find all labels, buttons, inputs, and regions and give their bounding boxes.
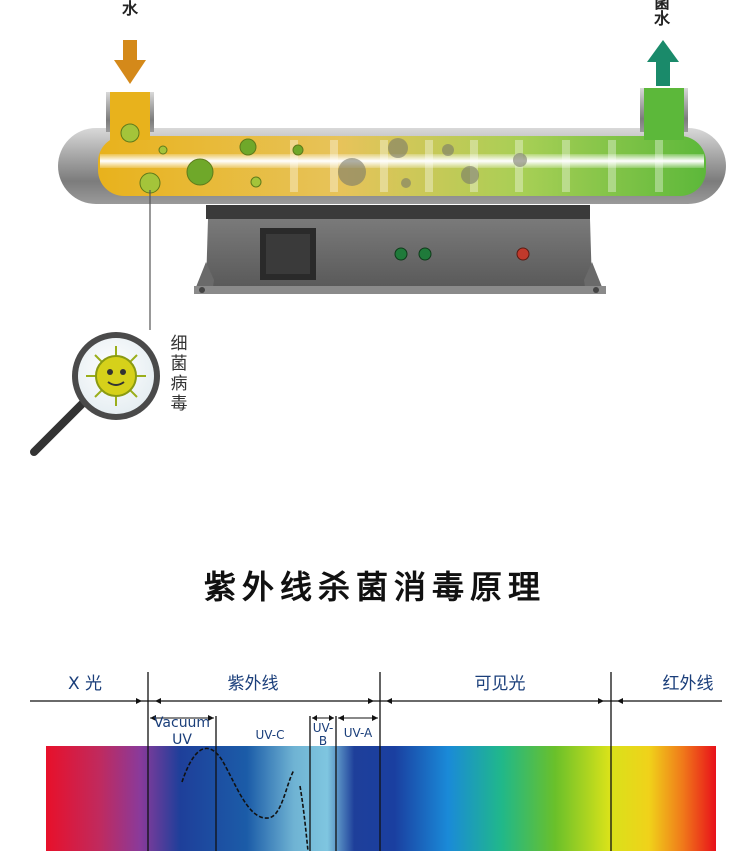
- germicidal-curve-tail: [299, 785, 309, 851]
- electromagnetic-spectrum-diagram: X 光 紫外线 可见光 红外线 Vacuum UV UV-C UV-: [30, 672, 722, 851]
- region-label-uv: 紫外线: [228, 674, 279, 694]
- bacteria-virus-char-3: 病: [170, 374, 188, 394]
- region-label-visible: 可见光: [475, 674, 526, 694]
- bacteria-virus-char-4: 毒: [170, 394, 188, 414]
- region-dividers: [147, 672, 612, 851]
- indicator-light-red: [516, 247, 530, 261]
- uv-sterilizer-illustration: [30, 40, 726, 456]
- indicator-light-green-2: [418, 247, 432, 261]
- band-label-uva: UV-A: [344, 726, 373, 740]
- spectrum-bar: [46, 746, 716, 851]
- magnifier-icon: [30, 332, 160, 456]
- bacteria-virus-char-1: 细: [170, 334, 188, 354]
- indicator-light-green-1: [394, 247, 408, 261]
- page-title: 紫外线杀菌消毒原理: [203, 568, 546, 606]
- water-out-label-bottom: 水: [654, 9, 671, 28]
- water-out-label-top: 菌: [654, 0, 671, 12]
- region-label-infrared: 红外线: [663, 674, 714, 694]
- bacteria-virus-char-2: 菌: [170, 354, 188, 374]
- uv-band-axis: [150, 715, 378, 721]
- bacteria-icon: [120, 123, 527, 194]
- arrow-up-icon: [647, 40, 679, 86]
- band-label-vacuum-1: Vacuum: [154, 715, 210, 731]
- bacteria-virus-label: 细 菌 病 毒: [168, 334, 190, 414]
- region-axis: [30, 698, 722, 704]
- band-label-vacuum-2: UV: [172, 732, 192, 748]
- arrow-down-icon: [114, 40, 146, 84]
- water-in-label: 水: [122, 0, 139, 18]
- germicidal-curve: [181, 747, 295, 819]
- band-label-uvb-2: B: [319, 734, 327, 748]
- band-label-uvc: UV-C: [256, 728, 285, 742]
- region-label-xray: X 光: [68, 674, 102, 694]
- band-label-uvb-1: UV-: [313, 721, 334, 735]
